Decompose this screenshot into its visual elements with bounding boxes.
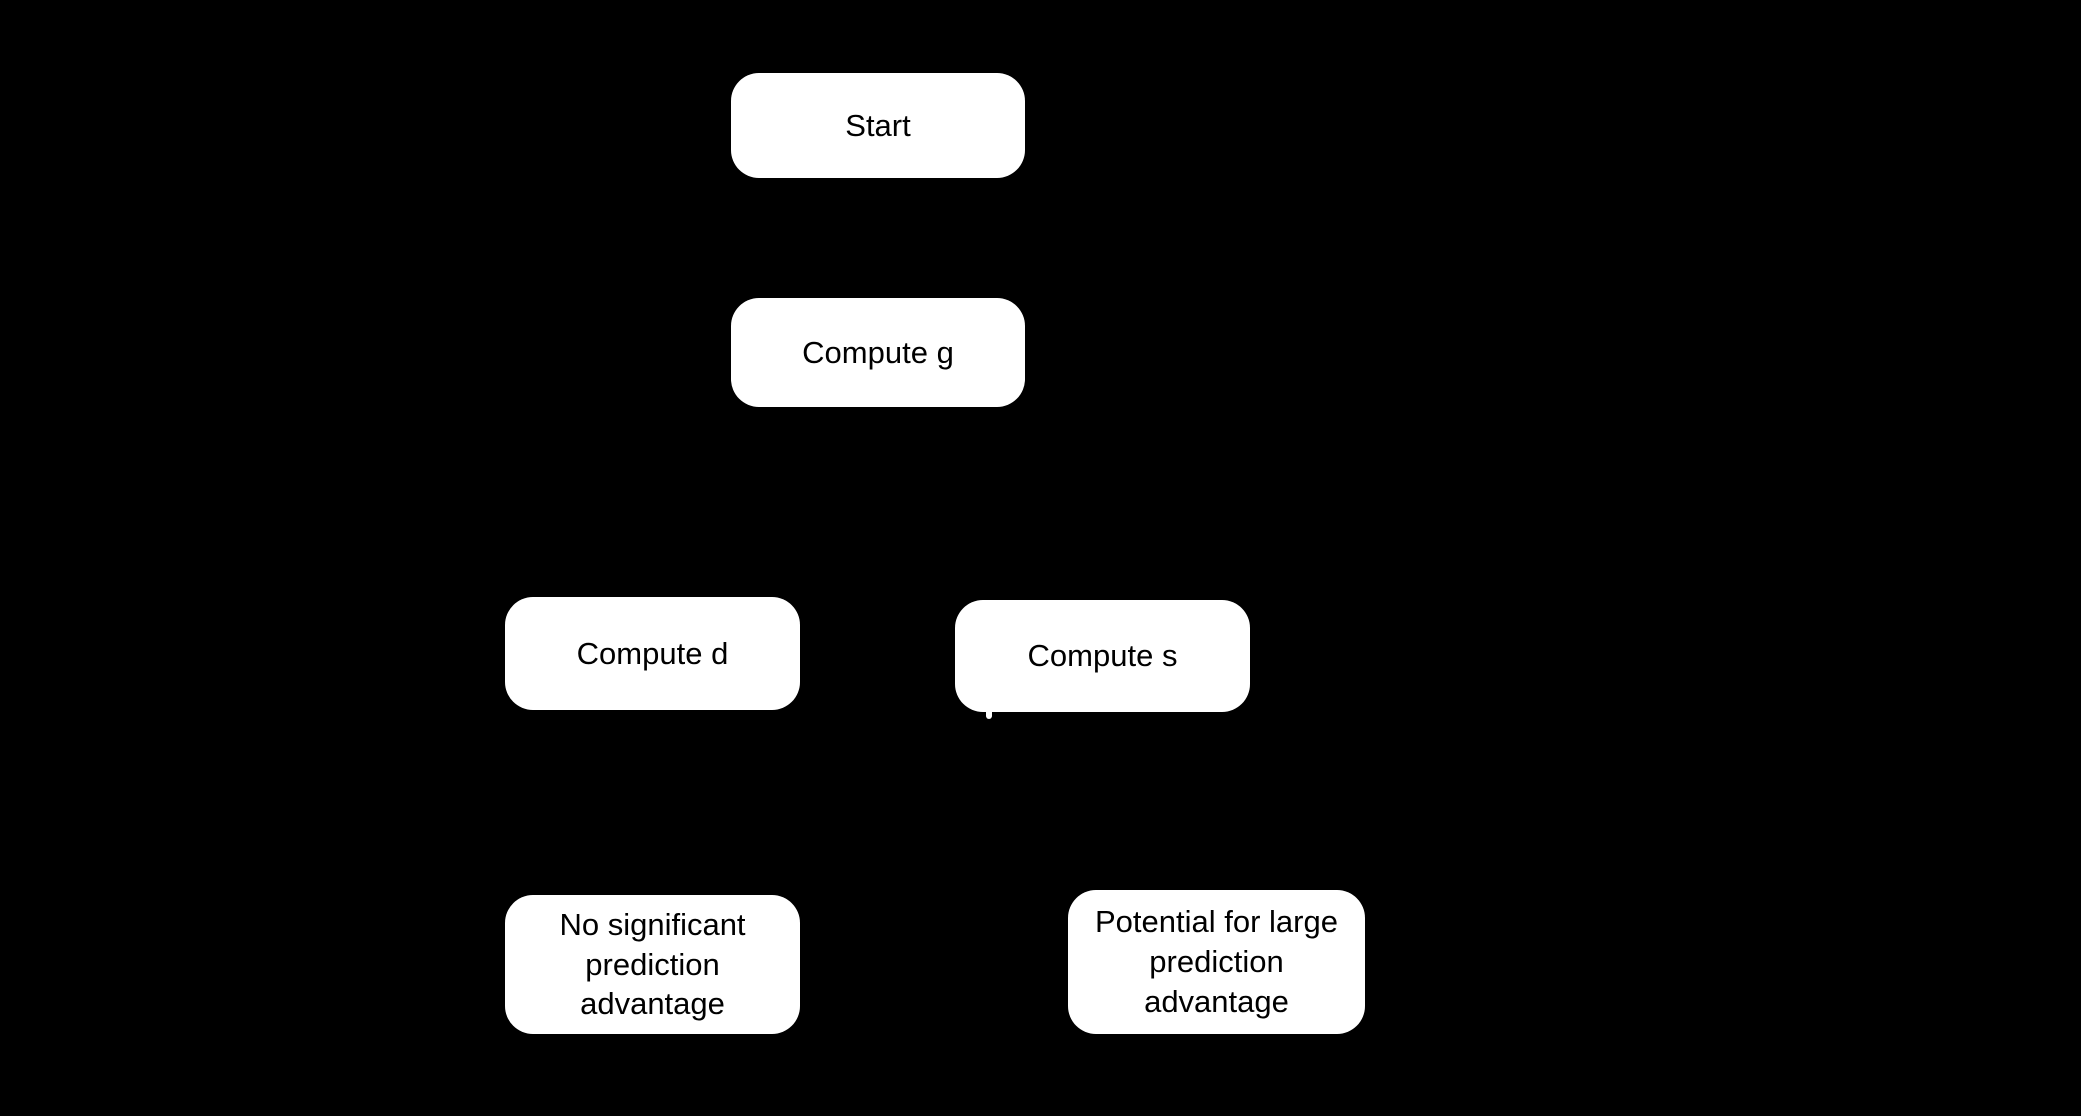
edge-compute-s-to-large-advantage [1101, 711, 1182, 886]
node-start-label: Start [845, 107, 911, 143]
node-compute-s[interactable]: Compute s [955, 600, 1250, 712]
node-compute-g-label: Compute g [802, 334, 954, 370]
node-compute-s-label: Compute s [1027, 638, 1178, 674]
node-no-significant-prediction-advantage-label: No significant prediction advantage [559, 906, 746, 1022]
node-start[interactable]: Start [731, 73, 1025, 178]
node-no-significant-prediction-advantage[interactable]: No significant prediction advantage [505, 895, 800, 1034]
edge-compute-g-to-compute-s [938, 405, 1073, 596]
node-potential-for-large-prediction-advantage[interactable]: Potential for large prediction advantage [1068, 890, 1365, 1034]
edge-compute-g-to-compute-d [697, 405, 822, 594]
node-compute-g[interactable]: Compute g [731, 298, 1025, 407]
node-potential-for-large-prediction-advantage-label: Potential for large prediction advantage [1095, 904, 1338, 1019]
node-compute-d[interactable]: Compute d [505, 597, 800, 710]
node-compute-d-label: Compute d [576, 635, 729, 671]
arrowhead-tip-compute-s [986, 710, 992, 719]
